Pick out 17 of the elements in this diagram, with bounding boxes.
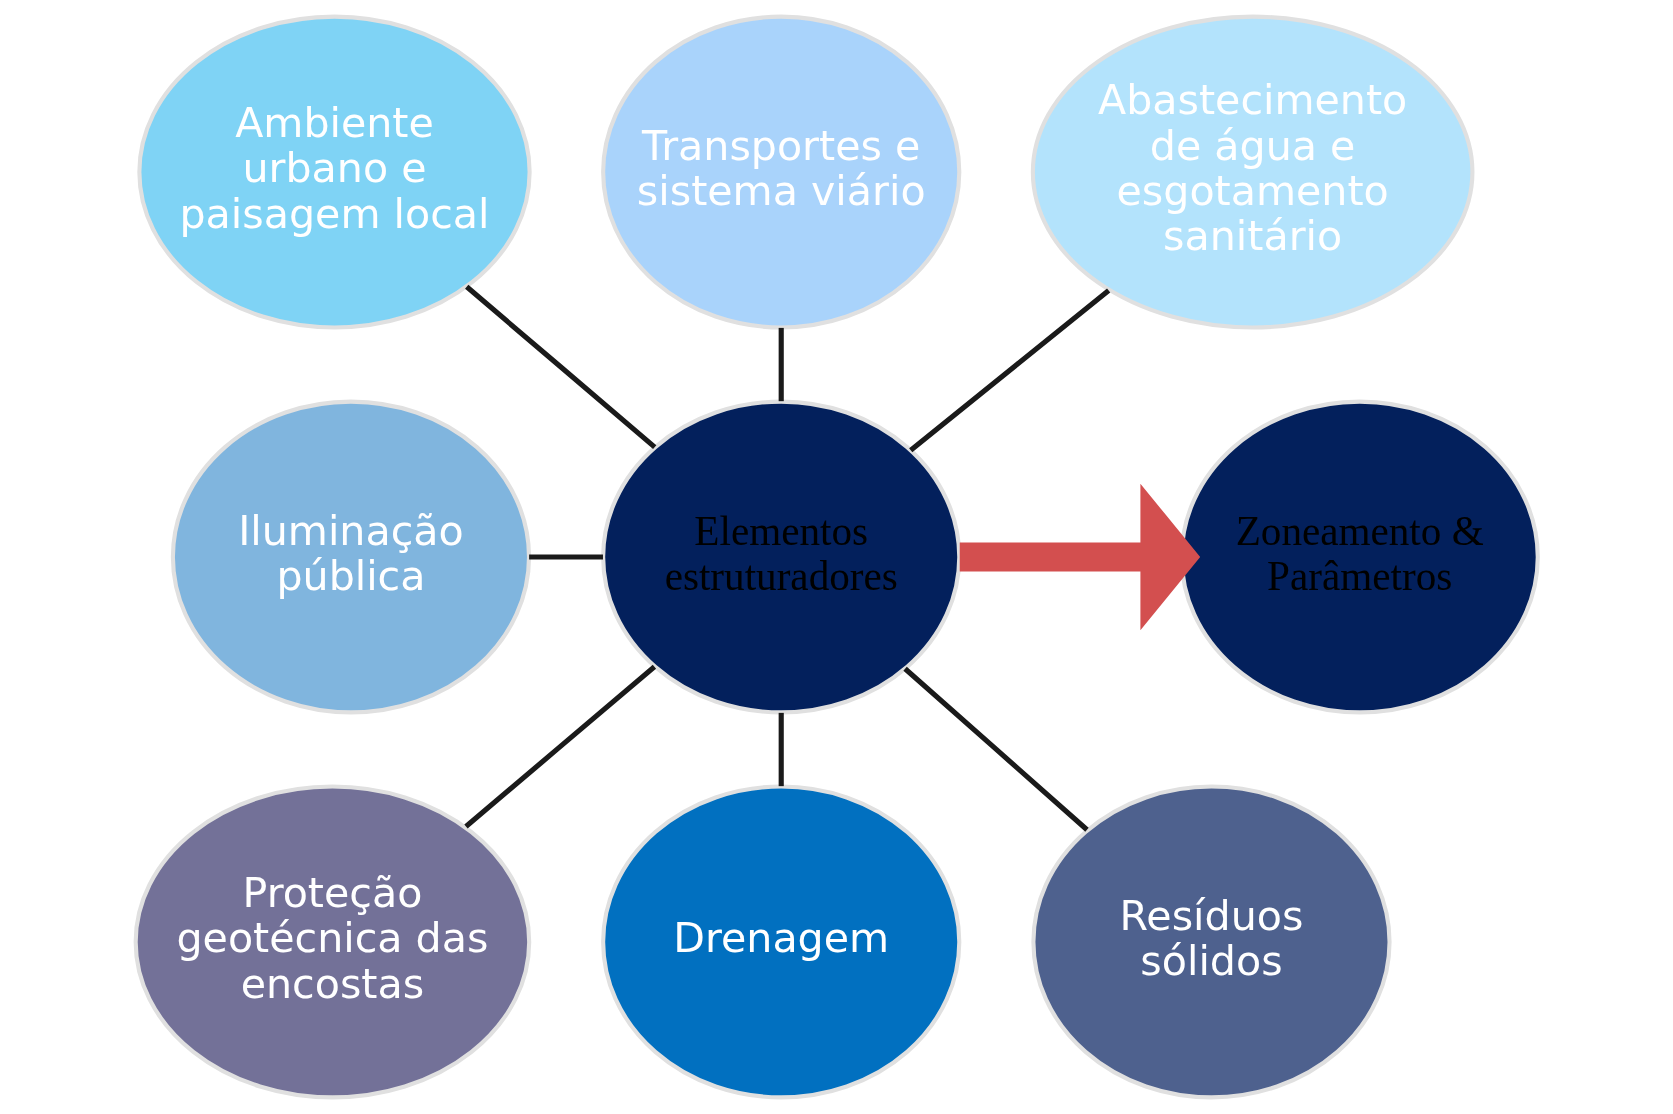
node-ellipse: Iluminação pública xyxy=(170,399,532,715)
node-ellipse: Zoneamento & Parâmetros xyxy=(1179,399,1540,715)
connector xyxy=(778,712,784,787)
node-ellipse: Elementos estruturadores xyxy=(601,399,962,715)
node-ellipse: Proteção geotécnica das encostas xyxy=(133,784,532,1100)
node-ellipse: Transportes e sistema viário xyxy=(601,14,962,330)
connector xyxy=(909,288,1111,453)
arrow xyxy=(959,483,1201,631)
connector xyxy=(465,284,657,450)
connector xyxy=(778,327,784,402)
connector xyxy=(903,666,1089,832)
node-ellipse: Drenagem xyxy=(601,784,962,1100)
connector xyxy=(529,554,603,560)
node-ellipse: Resíduos sólidos xyxy=(1031,784,1392,1100)
node-ellipse: Abastecimento de água e esgotamento sanitário xyxy=(1030,14,1475,330)
node-ellipse: Ambiente urbano e paisagem local xyxy=(137,14,532,330)
connector xyxy=(464,664,657,829)
